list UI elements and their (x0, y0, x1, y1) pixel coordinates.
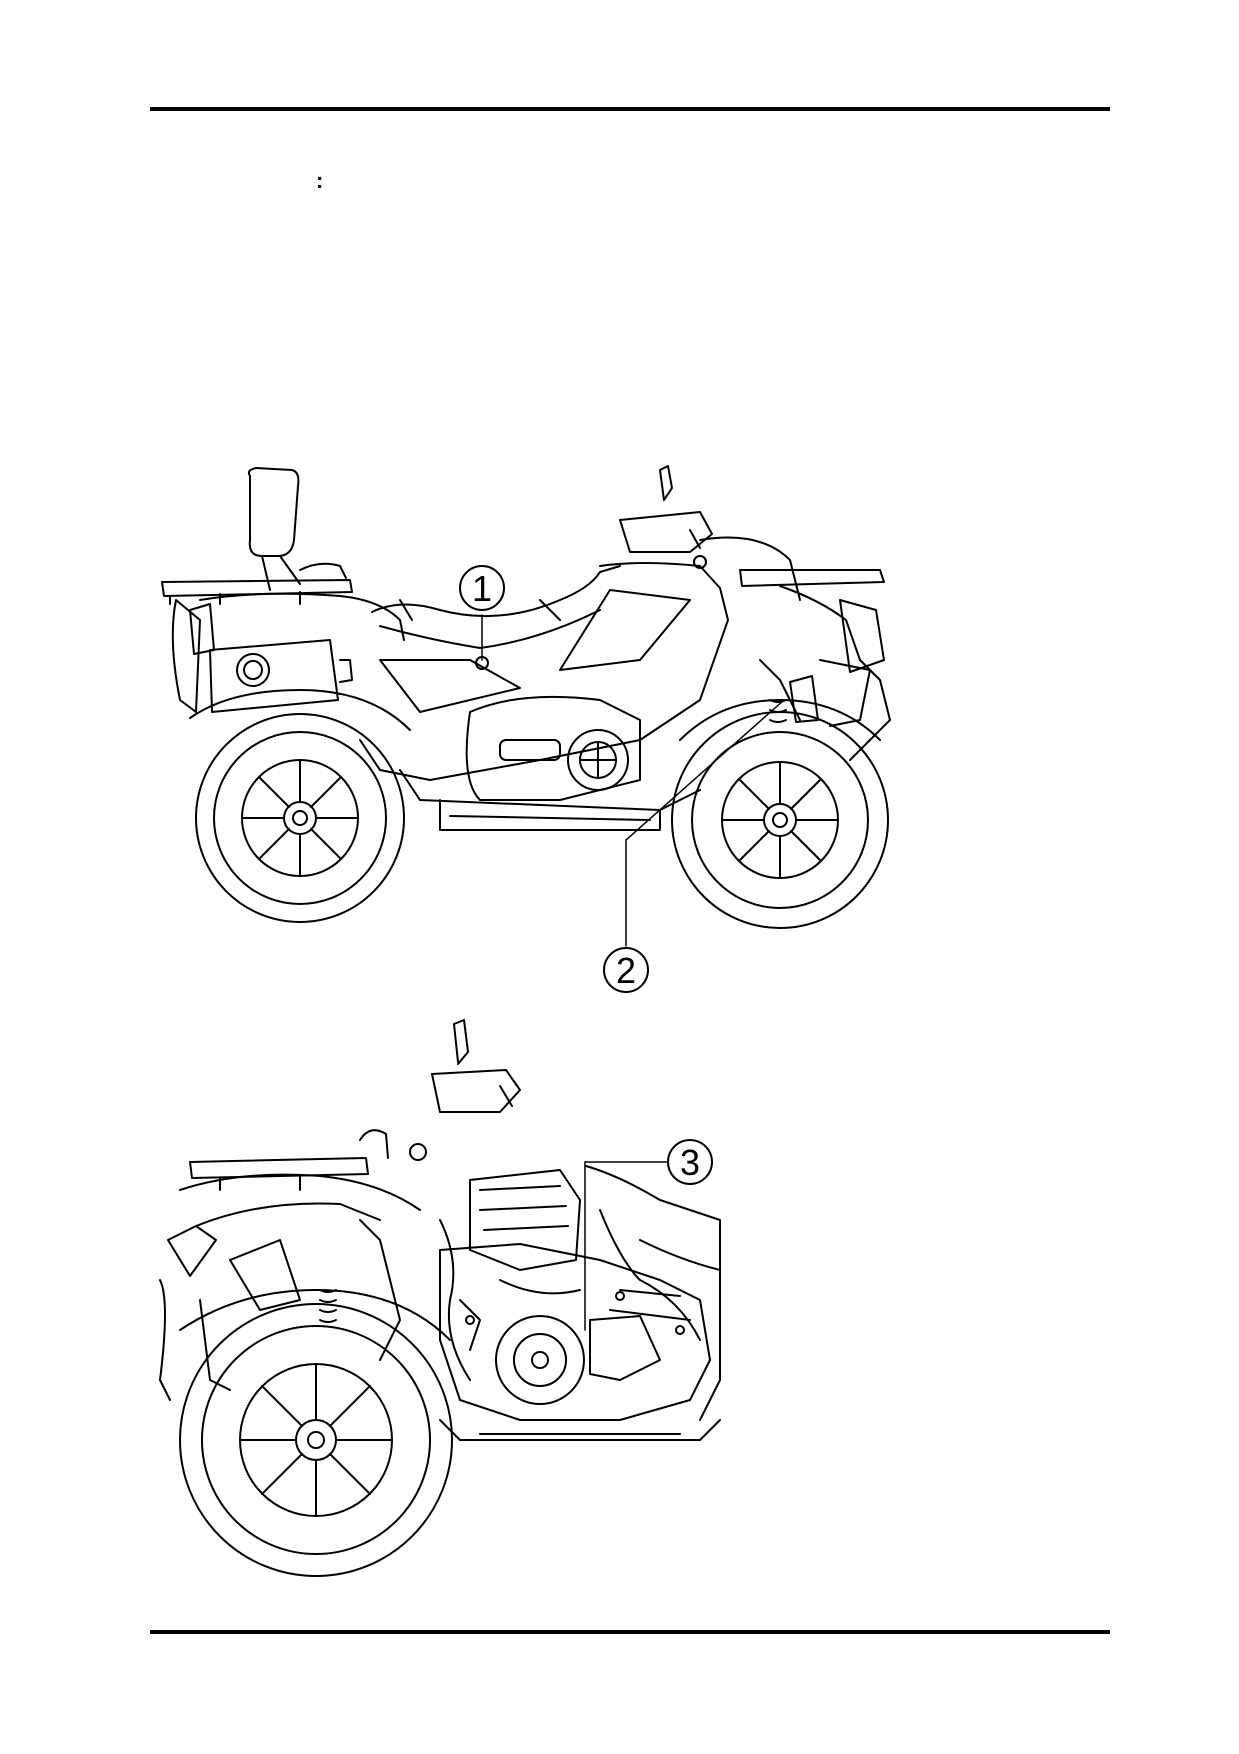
callout-2: 2 (603, 699, 785, 993)
atv-engine-view: 3 (159, 1019, 721, 1577)
engine-view-wheel (179, 1303, 453, 1577)
callout-3: 3 (584, 1139, 713, 1331)
rear-wheel (195, 713, 405, 923)
callout-1-label: 1 (472, 568, 492, 609)
callout-1: 1 (459, 565, 505, 661)
heading-colon: : (316, 168, 324, 193)
footer-rule (150, 1630, 1110, 1634)
atv-side-view: 1 2 (161, 465, 891, 993)
header-rule (150, 107, 1110, 111)
front-wheel (671, 711, 889, 929)
callout-3-label: 3 (680, 1142, 700, 1183)
callout-2-label: 2 (616, 950, 636, 991)
